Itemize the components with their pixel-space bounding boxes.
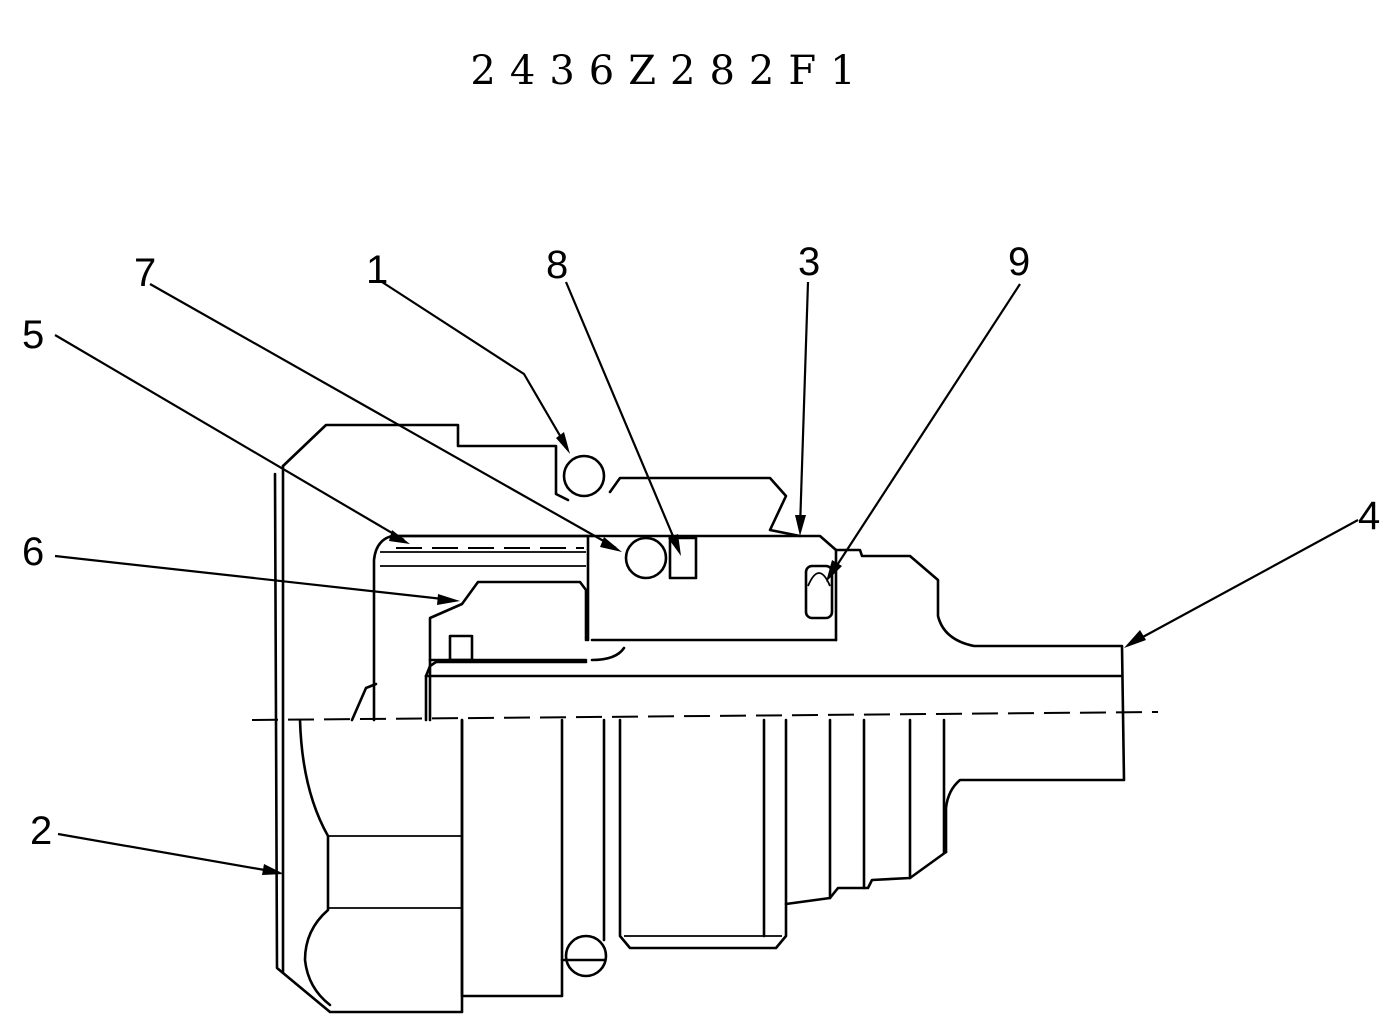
arrowhead-3 [795, 515, 806, 536]
leader-lines [54, 281, 1359, 875]
callout-label-6: 6 [22, 530, 45, 574]
callout-label-8: 8 [546, 243, 569, 287]
callout-label-9: 9 [1008, 240, 1031, 284]
callout-label-2: 2 [30, 809, 53, 853]
arrowhead-7 [600, 537, 622, 552]
part-3-body-seat [590, 476, 838, 662]
part-6-collet [428, 580, 588, 722]
leader-1 [381, 281, 567, 447]
arrowhead-9 [826, 560, 842, 582]
leader-8 [564, 281, 680, 549]
part-8-seal [624, 536, 698, 580]
document-number: 2436Z282F1 [470, 48, 870, 94]
callout-label-5: 5 [22, 313, 45, 357]
leader-3 [798, 281, 810, 529]
leader-9 [829, 283, 1021, 577]
arrowhead-2 [262, 864, 284, 875]
callout-label-4: 4 [1358, 494, 1381, 538]
arrowhead-4 [1124, 630, 1146, 648]
leader-5 [54, 334, 405, 541]
leader-6 [54, 554, 453, 602]
leader-2 [57, 832, 277, 874]
part-4-tube-stem [424, 548, 1126, 854]
arrowhead-6 [437, 594, 460, 605]
leader-7 [149, 283, 617, 549]
arrowhead-8 [668, 534, 681, 556]
callout-label-7: 7 [134, 251, 157, 295]
lower-body-sections [460, 718, 948, 998]
callout-label-1: 1 [366, 248, 389, 292]
arrowhead-5 [389, 530, 410, 544]
leader-4 [1129, 519, 1359, 645]
part-5-retainer-ring [390, 534, 590, 642]
centerline [251, 711, 1159, 721]
part-9-groove-seal [804, 564, 834, 620]
part-1-o-ring [562, 454, 606, 498]
callout-label-3: 3 [798, 240, 821, 284]
arrowhead-1 [556, 432, 570, 454]
